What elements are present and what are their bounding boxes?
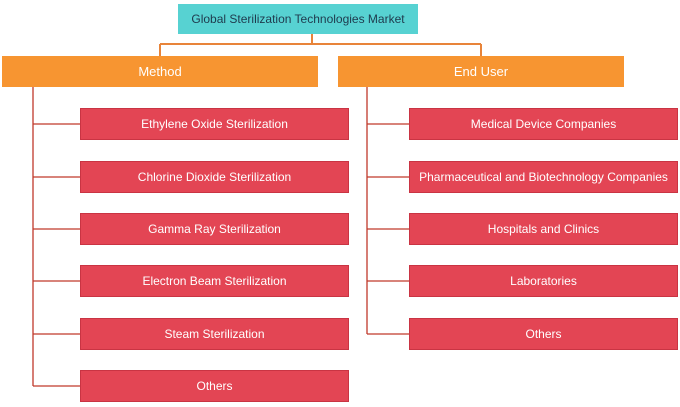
end-user-item: Laboratories [409,265,678,297]
root-connectors [159,34,482,56]
root-node: Global Sterilization Technologies Market [178,4,418,34]
category-end-user: End User [338,56,624,87]
method-branch-lines [32,87,80,387]
method-item: Gamma Ray Sterilization [80,213,349,245]
end-user-branch-lines [366,87,409,335]
end-user-item: Pharmaceutical and Biotechnology Compani… [409,161,678,193]
method-item: Ethylene Oxide Sterilization [80,108,349,140]
end-user-item: Hospitals and Clinics [409,213,678,245]
category-method: Method [2,56,318,87]
method-item: Chlorine Dioxide Sterilization [80,161,349,193]
end-user-item: Medical Device Companies [409,108,678,140]
method-item: Electron Beam Sterilization [80,265,349,297]
end-user-item: Others [409,318,678,350]
method-item: Others [80,370,349,402]
method-item: Steam Sterilization [80,318,349,350]
